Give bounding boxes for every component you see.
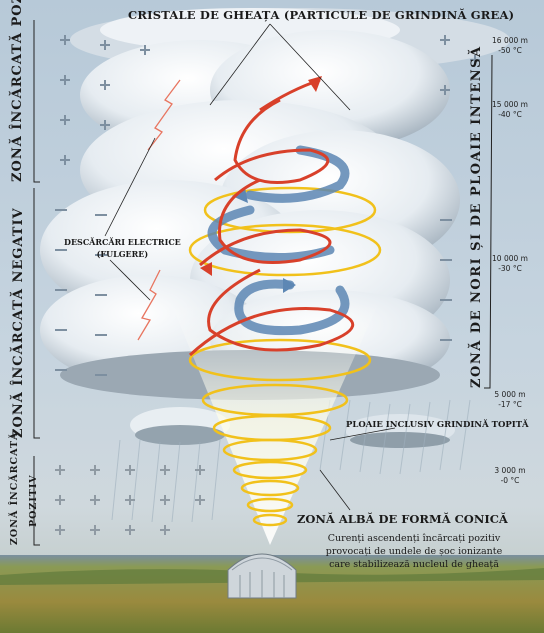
altitude-10000-temp: -30 °C xyxy=(498,264,522,273)
red-arrowheads xyxy=(200,76,322,276)
yellow-updraft-spiral xyxy=(188,186,382,527)
zone-bottom-positive-label-1: ZONĂ ÎNCĂRCATĂ xyxy=(9,431,20,545)
zone-bottom-positive-label-2: POZITIV xyxy=(28,474,39,527)
hangar-building xyxy=(227,553,297,599)
altitude-5000: 5 000 m -17 °C xyxy=(480,390,540,410)
altitude-16000-temp: -50 °C xyxy=(498,46,522,55)
updraft-description-line-2: provocați de undele de șoc ionizante xyxy=(325,546,503,557)
altitude-3000-temp: -0 °C xyxy=(500,476,520,485)
lightning-label-line-1: DESCĂRCĂRI ELECTRICE xyxy=(64,237,181,247)
rain-streaks xyxy=(111,399,471,523)
pointer-lines xyxy=(104,23,396,511)
rain-label: PLOAIE INCLUSIV GRINDINĂ TOPITĂ xyxy=(346,420,529,430)
white-cone-label: ZONĂ ALBĂ DE FORMĂ CONICĂ xyxy=(297,512,508,526)
zone-clouds-rain-label: ZONĂ DE NORI ȘI DE PLOAIE INTENSĂ xyxy=(469,45,484,388)
lightning-label-line-2: (FULGERE) xyxy=(96,249,149,259)
altitude-5000-temp: -17 °C xyxy=(498,400,522,409)
diagram-title: CRISTALE DE GHEAȚA (PARTICULE DE GRINDIN… xyxy=(128,8,515,22)
updraft-description-line-3: care stabilizează nucleul de gheață xyxy=(329,559,499,570)
updraft-description-line-1: Curenți ascendenți încărcați pozitiv xyxy=(327,533,501,544)
blue-arrowheads xyxy=(232,188,296,293)
positive-charges-top xyxy=(60,35,480,165)
positive-charges-bottom xyxy=(55,465,205,535)
zone-negative-label: ZONĂ ÎNCĂRCATĂ NEGATIV xyxy=(11,207,26,438)
altitude-10000: 10 000 m -30 °C xyxy=(480,254,540,274)
negative-charges-middle xyxy=(55,209,452,376)
zone-top-positive-label: ZONĂ ÎNCĂRCATĂ POZITIV xyxy=(10,0,25,182)
updraft-description: Curenți ascendenți încărcați pozitiv pro… xyxy=(303,532,525,571)
altitude-5000-height: 5 000 m xyxy=(494,390,526,399)
altitude-3000: 3 000 m -0 °C xyxy=(480,466,540,486)
altitude-3000-height: 3 000 m xyxy=(494,466,526,475)
altitude-16000-height: 16 000 m xyxy=(492,36,528,45)
altitude-16000: 16 000 m -50 °C xyxy=(480,36,540,56)
altitude-10000-height: 10 000 m xyxy=(492,254,528,263)
altitude-15000: 15 000 m -40 °C xyxy=(480,100,540,120)
altitude-15000-height: 15 000 m xyxy=(492,100,528,109)
white-cone xyxy=(170,300,380,545)
zone-brackets xyxy=(33,20,493,546)
lightning-label: DESCĂRCĂRI ELECTRICE (FULGERE) xyxy=(64,236,181,260)
altitude-15000-temp: -40 °C xyxy=(498,110,522,119)
lightning-bolts xyxy=(137,79,181,341)
